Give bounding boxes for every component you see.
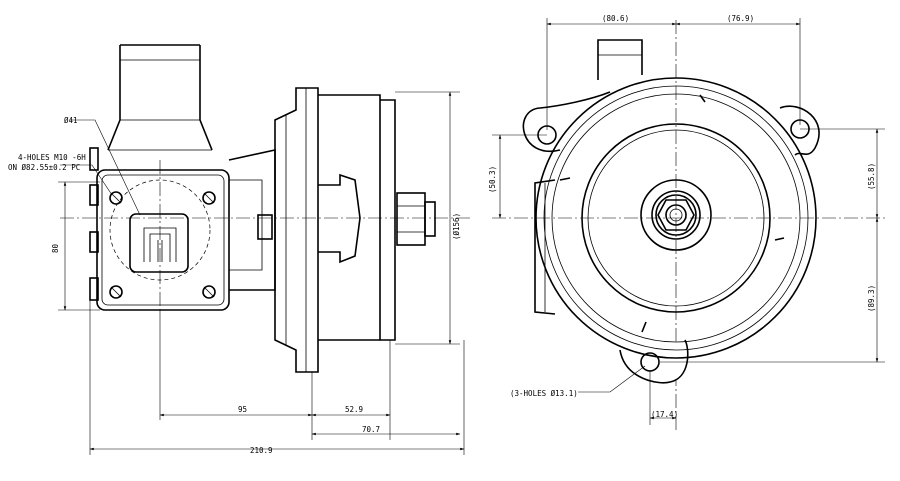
side-dimensions [58, 91, 465, 455]
label-dim-17-4: (17.4) [651, 410, 678, 419]
left-boss-mid [89, 184, 99, 206]
label-dim-76-9: (76.9) [727, 14, 754, 23]
label-dim-80: 80 [51, 243, 60, 253]
label-d41: Ø41 [64, 116, 78, 125]
front-left-bracket [534, 179, 556, 315]
label-dim-d156: (Ø156) [452, 213, 461, 240]
label-dim-70-7: 70.7 [362, 425, 380, 434]
inlet-bore-circle [109, 179, 211, 281]
cover-circle [581, 123, 771, 313]
front-outlet-pipe [597, 39, 643, 80]
label-dim-80-6: (80.6) [602, 14, 629, 23]
flange-bolt-holes [109, 191, 216, 299]
cover-plate [318, 94, 381, 341]
label-holes-note-1: 4-HOLES M10 -6H [18, 153, 86, 162]
front-ear-bottom [619, 339, 689, 384]
label-3-holes: (3-HOLES Ø13.1) [510, 389, 578, 398]
pump-housing [274, 87, 319, 373]
front-hub-outer [640, 179, 712, 251]
front-hub-nut [657, 199, 695, 231]
label-dim-55-8: (55.8) [867, 163, 876, 190]
label-dim-50-3: (50.3) [488, 166, 497, 193]
left-boss-low [89, 231, 99, 253]
side-view [58, 44, 470, 455]
label-dim-89-3: (89.3) [867, 285, 876, 312]
housing-outer-circle [535, 77, 817, 359]
inlet-port [129, 213, 189, 273]
front-dimensions [492, 18, 885, 425]
label-dim-210-9: 210.9 [250, 446, 273, 455]
shaft-nut [396, 192, 426, 246]
left-boss-bottom [89, 277, 99, 301]
outlet-pipe [107, 44, 213, 151]
label-dim-95: 95 [238, 405, 247, 414]
body-neck [228, 149, 276, 291]
impeller-hub [318, 173, 361, 264]
front-view [492, 18, 885, 430]
inlet-flange [96, 169, 230, 311]
left-boss-upper [89, 147, 99, 171]
housing-tick-marks [559, 94, 785, 333]
label-dim-52-9: 52.9 [345, 405, 363, 414]
front-ear-left [522, 91, 611, 153]
label-holes-note-2: ON Ø82.55±0.2 PC [8, 163, 80, 172]
